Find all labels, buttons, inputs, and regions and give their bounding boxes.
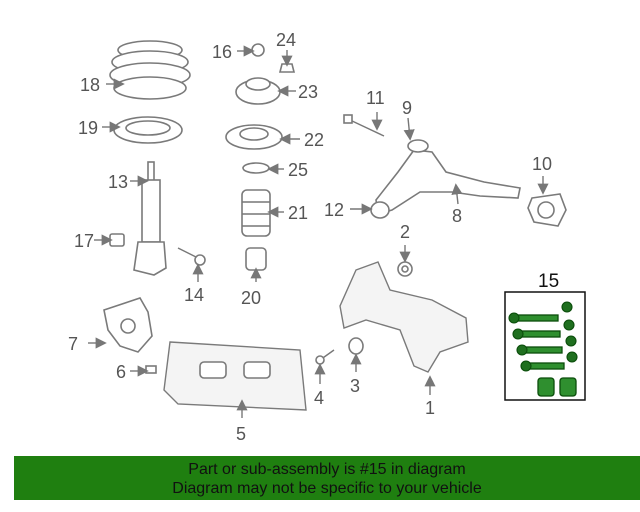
- hardware-kit-bushing-right: [559, 377, 577, 397]
- label-6: 6: [116, 362, 126, 382]
- banner-line-2: Diagram may not be specific to your vehi…: [172, 480, 482, 497]
- label-17: 17: [74, 231, 94, 251]
- dust-boot-part-21: [241, 189, 271, 237]
- bolt-part-14: [177, 247, 206, 266]
- o-ring-part-25: [242, 162, 270, 174]
- subframe-part-1: [339, 261, 469, 373]
- banner-line-1: Part or sub-assembly is #15 in diagram: [188, 461, 466, 478]
- info-banner: Part or sub-assembly is #15 in diagram D…: [14, 456, 640, 500]
- bolt-part-6: [145, 365, 157, 374]
- spring-seat-part-19: [113, 116, 183, 144]
- label-25: 25: [288, 160, 308, 180]
- hardware-kit-bushing-left: [537, 377, 555, 397]
- label-11: 11: [366, 88, 385, 108]
- control-arm-part-8: [375, 149, 521, 216]
- bolt-part-11: [343, 114, 385, 137]
- nut-part-17: [109, 233, 125, 247]
- strut-mount-part-23: [235, 77, 281, 105]
- suspension-parts-diagram: 18 19 13 17 16 24 23 22 25 21 20 14 7 6 …: [68, 30, 586, 444]
- label-18: 18: [80, 75, 100, 95]
- label-16: 16: [212, 42, 232, 62]
- bump-stop-part-20: [245, 247, 267, 271]
- label-12: 12: [324, 200, 344, 220]
- leader-lines: [88, 45, 549, 418]
- coil-spring-part-18: [109, 40, 191, 100]
- washer-part-3: [348, 337, 364, 355]
- label-3: 3: [350, 376, 360, 396]
- bushing-part-2: [397, 261, 413, 277]
- label-15: 15: [538, 271, 559, 292]
- label-10: 10: [532, 154, 552, 174]
- hardware-kit-bolt-2: [512, 319, 575, 340]
- label-13: 13: [108, 172, 128, 192]
- nut-part-16: [251, 43, 265, 57]
- label-22: 22: [304, 130, 324, 150]
- knuckle-part-7: [103, 297, 153, 353]
- label-14: 14: [184, 285, 204, 305]
- label-23: 23: [298, 82, 318, 102]
- bearing-plate-part-22: [225, 124, 283, 150]
- bolt-part-4: [315, 349, 335, 365]
- label-7: 7: [68, 334, 78, 354]
- label-24: 24: [276, 30, 296, 50]
- label-1: 1: [425, 398, 435, 418]
- label-2: 2: [400, 222, 410, 242]
- label-19: 19: [78, 118, 98, 138]
- nut-part-24: [278, 63, 296, 73]
- label-21: 21: [288, 203, 308, 223]
- label-8: 8: [452, 206, 462, 226]
- hardware-kit-bolt-3: [516, 335, 577, 356]
- label-20: 20: [241, 288, 261, 308]
- bushing-part-12: [370, 201, 390, 219]
- bushing-part-10: [527, 193, 567, 227]
- label-4: 4: [314, 388, 324, 408]
- strut-part-13: [133, 161, 167, 276]
- hardware-kit-bolt-1: [508, 301, 573, 324]
- hardware-kit-part-15: [504, 291, 586, 401]
- hardware-kit-bolt-4: [520, 351, 578, 372]
- ball-joint-part-9: [407, 139, 429, 153]
- label-5: 5: [236, 424, 246, 444]
- label-9: 9: [402, 98, 412, 118]
- skid-plate-part-5: [163, 341, 307, 411]
